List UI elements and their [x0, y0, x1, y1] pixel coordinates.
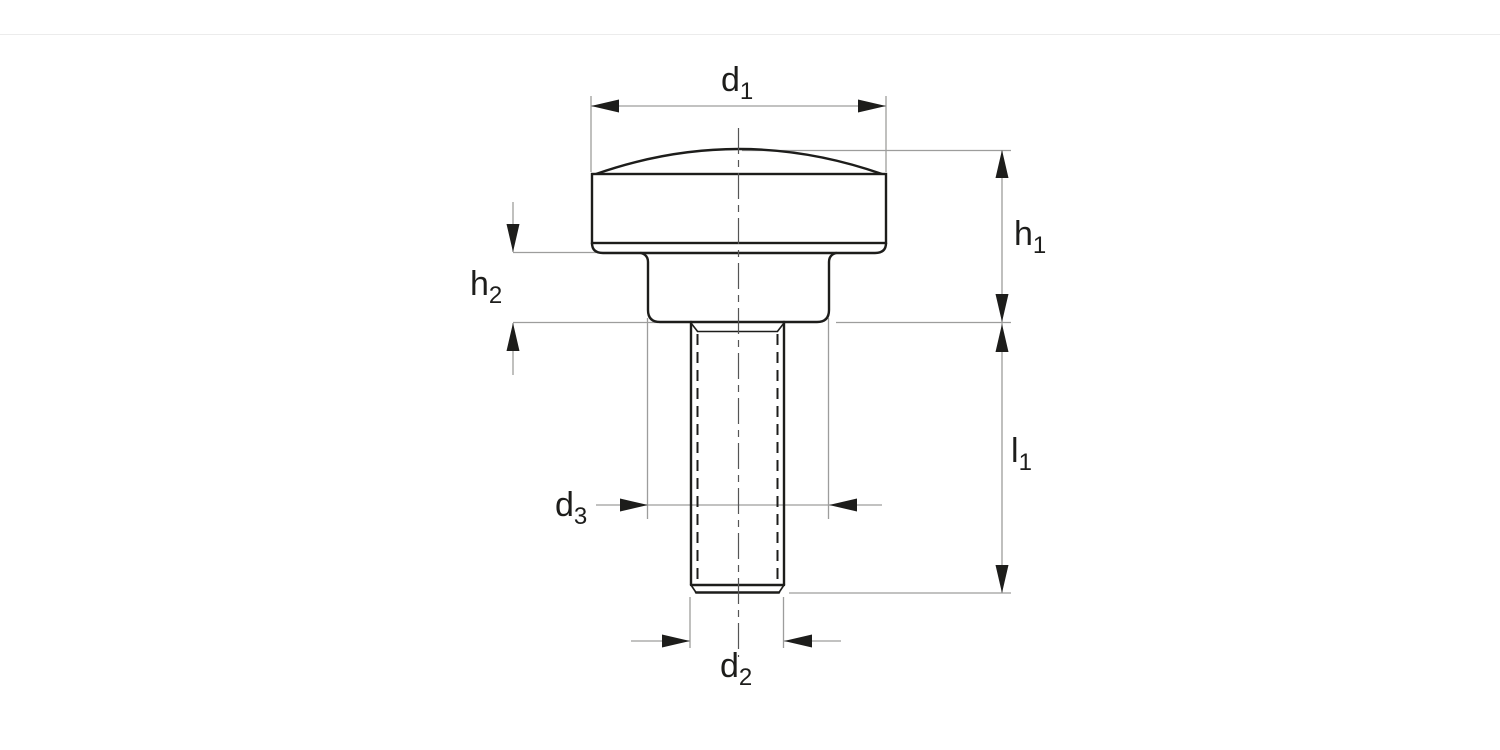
arrow-h2-top: [506, 224, 520, 252]
label-d2: d2: [720, 647, 752, 691]
label-d3: d3: [555, 486, 587, 530]
arrow-d2-right: [784, 634, 812, 648]
label-d1: d1: [721, 61, 753, 105]
arrow-d3-right: [829, 498, 857, 512]
arrowheads: [506, 99, 1009, 648]
arrow-d3-left: [620, 498, 648, 512]
dimension-h1: [742, 149, 1011, 324]
arrow-d1-left: [591, 99, 619, 113]
label-h1: h1: [1014, 215, 1046, 259]
dimension-d1: [590, 96, 887, 172]
arrow-h1-top: [995, 150, 1009, 178]
dimension-l1: [789, 323, 1011, 594]
header-divider: [0, 34, 1500, 35]
threaded-shaft: [689, 320, 786, 594]
arrow-d1-right: [858, 99, 886, 113]
arrow-l1-bottom: [995, 565, 1009, 593]
arrow-l1-top: [995, 324, 1009, 352]
label-l1: l1: [1011, 432, 1032, 476]
label-h2: h2: [470, 265, 502, 309]
arrow-d2-left: [662, 634, 690, 648]
arrow-h2-bottom: [506, 323, 520, 351]
arrow-h1-bottom: [995, 294, 1009, 322]
